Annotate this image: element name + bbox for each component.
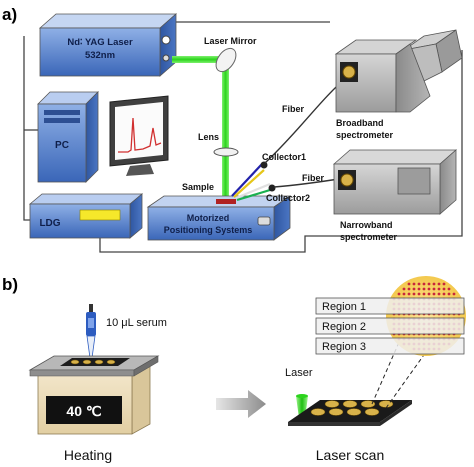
pc-tower: PC — [37, 91, 99, 183]
scan-point — [422, 292, 426, 296]
broadband-label-2: spectrometer — [336, 130, 394, 140]
pc-label: PC — [55, 140, 69, 151]
laser-label: Laser — [285, 367, 313, 379]
scan-point — [447, 292, 451, 296]
laser-mirror — [215, 47, 237, 73]
panel-a-label: a) — [2, 5, 17, 24]
scan-point — [427, 292, 431, 296]
ldg-box: LDG — [28, 193, 144, 239]
sample-slide — [288, 400, 412, 426]
scan-point — [437, 287, 441, 291]
temperature-label: 40 ℃ — [66, 403, 101, 419]
stage-label-1: Motorized — [187, 213, 230, 223]
scan-point — [412, 292, 416, 296]
heating-label: Heating — [64, 447, 112, 463]
process-arrow — [216, 390, 266, 418]
scan-point — [427, 282, 431, 286]
laser-beam-vertical — [222, 60, 229, 202]
serum-label: 10 μL serum — [106, 317, 167, 329]
scan-point — [407, 282, 411, 286]
scan-point — [407, 292, 411, 296]
broadband-label-1: Broadband — [336, 118, 384, 128]
fiber-top-label: Fiber — [282, 104, 305, 114]
scan-point — [422, 287, 426, 291]
scan-point — [422, 282, 426, 286]
temperature-display — [46, 396, 122, 424]
pipette — [86, 304, 96, 359]
region-2-label: Region 2 — [322, 321, 366, 333]
lens — [213, 147, 239, 157]
scan-point — [397, 292, 401, 296]
collector2-label: Collector2 — [266, 193, 310, 203]
scan-point — [407, 287, 411, 291]
scan-point — [442, 287, 446, 291]
panel-b-label: b) — [2, 275, 18, 294]
region-3-box — [315, 337, 465, 355]
scan-point — [442, 292, 446, 296]
region-1-box — [315, 297, 465, 315]
region-boxes — [315, 297, 465, 355]
sample — [216, 199, 236, 204]
scan-point — [432, 287, 436, 291]
scan-point — [417, 282, 421, 286]
scan-point — [447, 287, 451, 291]
collector1-label: Collector1 — [262, 152, 306, 162]
laser-wavelength: 532nm — [85, 50, 115, 61]
laser-beam-horizontal — [172, 56, 227, 63]
lens-label: Lens — [198, 132, 219, 142]
laser-scan-label: Laser scan — [316, 447, 384, 463]
scan-point — [432, 282, 436, 286]
broadband-spectrometer: Broadband spectrometer — [334, 29, 463, 140]
motorized-stage: Motorized Positioning Systems — [146, 195, 292, 241]
narrowband-label-1: Narrowband — [340, 220, 393, 230]
laser-title: Nd∶ YAG Laser — [67, 37, 133, 48]
scan-point — [437, 282, 441, 286]
scan-point — [402, 287, 406, 291]
laser-box: Nd∶ YAG Laser 532nm — [38, 13, 178, 77]
region-2-box — [315, 317, 465, 335]
scan-point — [417, 292, 421, 296]
sample-label: Sample — [182, 182, 214, 192]
collectors — [231, 161, 276, 202]
scan-point — [417, 287, 421, 291]
region-1-label: Region 1 — [322, 301, 366, 313]
scan-point — [402, 292, 406, 296]
scan-point — [452, 292, 456, 296]
scan-point — [427, 287, 431, 291]
ldg-label: LDG — [39, 218, 60, 229]
heater — [28, 355, 160, 435]
scan-point — [412, 287, 416, 291]
scan-point — [442, 282, 446, 286]
scan-point — [437, 292, 441, 296]
stage-label-2: Positioning Systems — [164, 225, 253, 235]
narrowband-spectrometer: Narrowband spectrometer — [332, 149, 458, 242]
scan-point — [412, 282, 416, 286]
scan-point — [432, 292, 436, 296]
laser-mirror-label: Laser Mirror — [204, 36, 257, 46]
narrowband-label-2: spectrometer — [340, 232, 398, 242]
monitor — [109, 95, 169, 176]
fiber-bottom-label: Fiber — [302, 173, 325, 183]
region-3-label: Region 3 — [322, 341, 366, 353]
spectrum-plot — [118, 117, 162, 153]
